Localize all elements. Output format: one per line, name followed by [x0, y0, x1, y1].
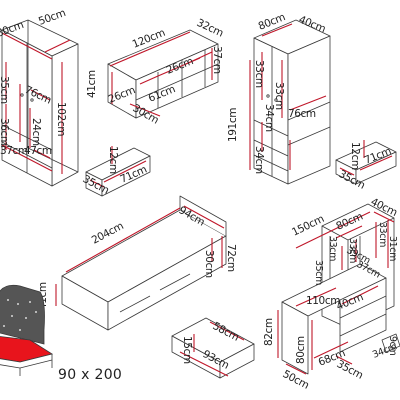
bed-drawer	[171, 317, 255, 379]
wardrobe1-upper-inner-label: 36cm	[0, 118, 10, 146]
wardrobe1-height-label: 102cm	[55, 102, 67, 136]
desk-drawer-height-label: 9cm	[387, 336, 398, 355]
desk-side-label: 33cm	[377, 222, 388, 247]
wardrobe2-mid-label: 34cm	[263, 104, 275, 132]
desk-height-label: 82cm	[263, 318, 275, 346]
wardrobe1-lower-left-label: 37cm	[0, 145, 28, 157]
wardrobe1-left-label: 35cm	[0, 76, 10, 104]
wardrobe1-lower-inner-label: 47cm	[24, 145, 52, 157]
shelf-unit	[107, 29, 219, 119]
wardrobe1-shelf-label: 24cm	[30, 118, 42, 146]
desk-drawer-depth-label: 35cm	[335, 358, 365, 382]
desk-side-b-label: 31cm	[387, 236, 398, 261]
drawer-small	[85, 146, 151, 197]
drawer2-height-label: 12cm	[349, 142, 361, 170]
wardrobe2-upper-mid-label: 33cm	[273, 82, 285, 110]
desk-shelf-c-label: 35cm	[313, 260, 324, 285]
bed-foot-label: 30cm	[203, 250, 215, 278]
wardrobe2-lower-label: 34cm	[253, 146, 265, 174]
desk-width-label: 110cm	[306, 295, 340, 307]
bed	[55, 195, 227, 331]
bed-headboard-label: 72cm	[225, 244, 237, 272]
wardrobe2-upper-left-label: 33cm	[253, 60, 265, 88]
wardrobe2-height-label: 191cm	[227, 108, 239, 142]
wardrobe2-interior-label: 76cm	[288, 108, 316, 120]
mattress	[0, 284, 54, 376]
wardrobe1-depth-label: 50cm	[37, 7, 67, 28]
mattress-size-label: 90 x 200	[58, 367, 122, 383]
desk-total-width-label: 150cm	[290, 213, 326, 239]
drawer-small-height-label: 12cm	[107, 146, 119, 174]
bed-length-label: 204cm	[90, 220, 126, 247]
drawer-wardrobe2	[335, 140, 397, 185]
shelf-height-label: 41cm	[86, 70, 98, 98]
wardrobe-tall	[249, 19, 331, 185]
shelf-inner-height-label: 37cm	[211, 46, 223, 74]
bed-drawer-height-label: 15cm	[181, 336, 193, 364]
desk-leg-height-label: 80cm	[295, 336, 307, 364]
desk-shelf-b-label: 33cm	[347, 238, 358, 263]
desk-unit	[277, 203, 400, 375]
wardrobe-small	[1, 19, 79, 187]
desk-shelf-a-label: 33cm	[327, 236, 338, 261]
